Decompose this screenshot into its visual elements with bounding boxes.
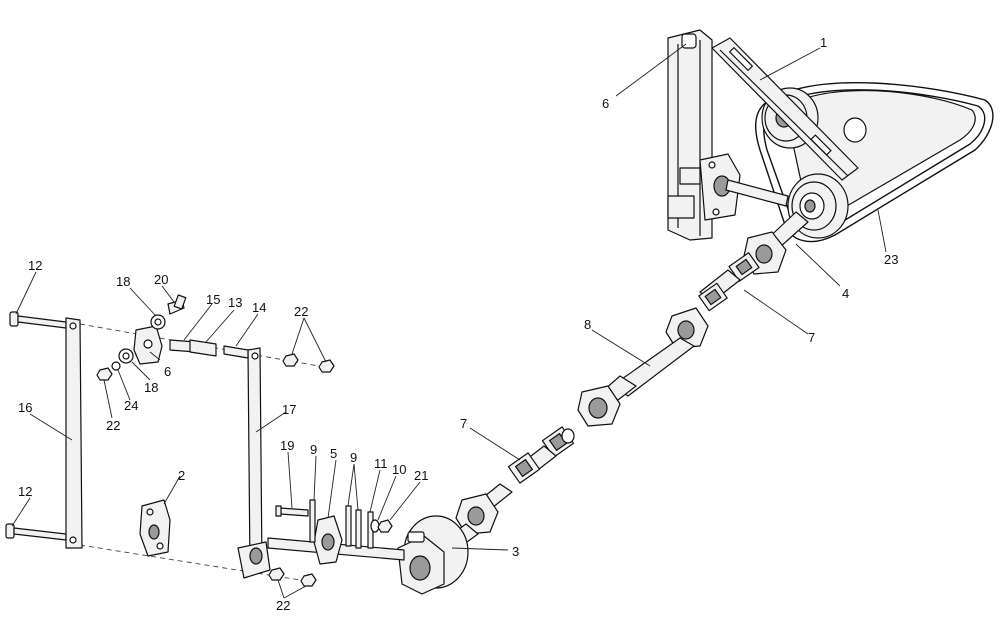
universal-joint-mid: [698, 282, 728, 312]
spacer-plate-c: [355, 509, 362, 549]
callout-19: 19: [280, 438, 294, 453]
left-link-arm: [65, 317, 83, 549]
callout-22-top: 22: [294, 304, 308, 319]
gearbox-assembly: [397, 515, 469, 595]
bolt-lower-head: [275, 505, 282, 517]
belt-drive-assembly: [667, 29, 994, 243]
flange-bearing-mid: [665, 307, 709, 349]
universal-joint-upper: [728, 252, 760, 282]
right-link-arm: [237, 347, 271, 579]
callout-16: 16: [18, 400, 32, 415]
universal-joint-lower-upper: [541, 426, 575, 458]
bushing-13: [189, 339, 217, 357]
spacer-plate-b: [345, 505, 352, 547]
callout-14: 14: [252, 300, 266, 315]
callout-9-right: 9: [350, 450, 357, 465]
callout-20: 20: [154, 272, 168, 287]
callout-18-top: 18: [116, 274, 130, 289]
callout-7-right: 7: [808, 330, 815, 345]
nut-left: [96, 367, 113, 381]
callout-23: 23: [884, 252, 898, 267]
callout-6-top: 6: [602, 96, 609, 111]
callout-12-top: 12: [28, 258, 42, 273]
callout-5: 5: [330, 446, 337, 461]
drive-belt: [754, 81, 994, 243]
nut-bottom-a: [268, 567, 285, 581]
flange-bearing-lower-mid: [577, 385, 621, 427]
callout-15: 15: [206, 292, 220, 307]
callout-9-left: 9: [310, 442, 317, 457]
long-bolt-bottom: [5, 523, 67, 541]
callout-18-left: 18: [144, 380, 158, 395]
lower-flange-bearing: [313, 515, 343, 565]
callout-4: 4: [842, 286, 849, 301]
callout-24: 24: [124, 398, 138, 413]
spacer-plate-a: [309, 499, 316, 543]
bushing-14: [223, 345, 249, 359]
callout-17: 17: [282, 402, 296, 417]
washer-lower: [370, 519, 380, 533]
nut-top-b: [318, 359, 335, 373]
callout-11: 11: [374, 456, 388, 471]
callout-7-lower: 7: [460, 416, 467, 431]
callout-12-bottom: 12: [18, 484, 32, 499]
bolt-lower: [279, 507, 309, 517]
callout-22-bottom: 22: [276, 598, 290, 613]
short-bolt: [167, 294, 187, 315]
callout-21: 21: [414, 468, 428, 483]
guard-hole: [843, 117, 867, 143]
callout-8: 8: [584, 317, 591, 332]
callout-3: 3: [512, 544, 519, 559]
long-drive-shaft: [611, 337, 695, 397]
nut-bottom-b: [300, 573, 317, 587]
leader-lines: [11, 43, 887, 599]
washer-24: [111, 361, 121, 371]
hinge-bracket: [139, 499, 171, 557]
long-bolt-top: [9, 311, 67, 329]
callout-1: 1: [820, 35, 827, 50]
callout-22-left: 22: [106, 418, 120, 433]
callout-6-left: 6: [164, 364, 171, 379]
assembly-line-bottom: [79, 544, 301, 581]
tension-arm: [711, 37, 859, 181]
callout-2: 2: [178, 468, 185, 483]
callout-10: 10: [392, 462, 406, 477]
main-drive-line: [443, 211, 809, 551]
bracket-bearing-housing: [679, 153, 741, 221]
nut-top-a: [282, 353, 299, 367]
callout-13: 13: [228, 295, 242, 310]
callout-labels: 1 2 3 4 5 6 6 7 7 8 9 9 10 11 12 12 13 1…: [18, 35, 898, 613]
upper-drive-shaft: [725, 179, 789, 207]
nut-lower: [377, 519, 393, 533]
universal-joint-lower: [507, 452, 541, 484]
